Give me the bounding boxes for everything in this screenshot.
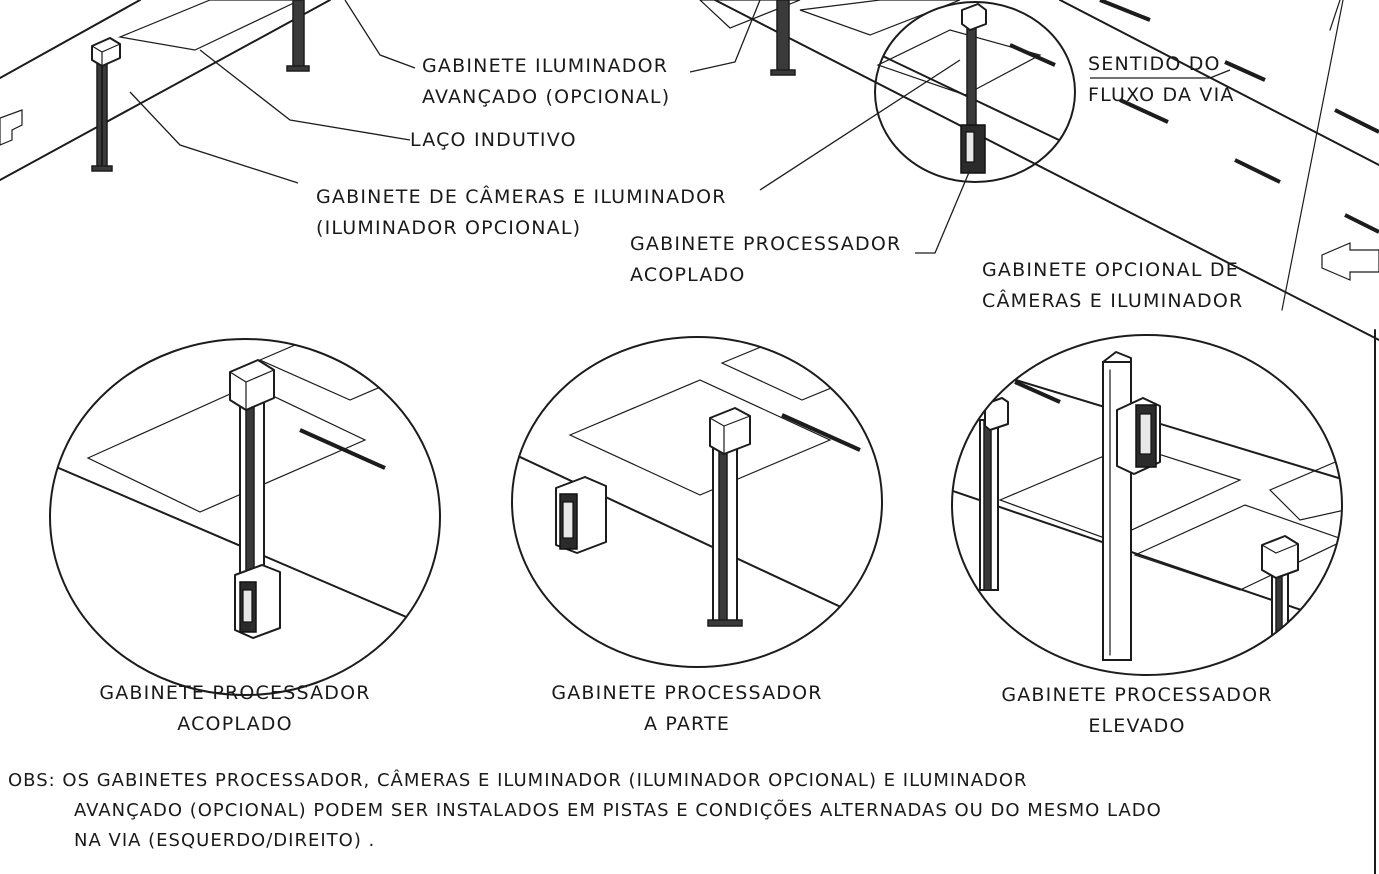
lane-dash [1009,43,1056,67]
processor-cabinet-separate [555,476,607,554]
caption-line: GABINETE PROCESSADOR [551,682,823,704]
lane-dash [1234,158,1281,184]
loop-right-b [876,29,1042,96]
label-flow-direction: SENTIDO DO FLUXO DA VIA [1088,49,1235,111]
caption-line: GABINETE PROCESSADOR [1001,684,1273,706]
caption-line: A PARTE [643,713,731,735]
note-block: OBS: OS GABINETES PROCESSADOR, CÂMERAS E… [8,766,1162,856]
label-line: GABINETE DE CÂMERAS E ILUMINADOR [316,186,727,208]
camera-box [229,359,275,411]
flow-arrow-right [1321,242,1379,281]
label-coupled-processor: GABINETE PROCESSADOR ACOPLADO [630,229,901,291]
caption-elevated: GABINETE PROCESSADOR ELEVADO [987,680,1287,742]
label-line: ACOPLADO [630,264,746,286]
road-edge-right [1059,0,1379,166]
loop-left [117,0,301,51]
label-camera-cabinet: GABINETE DE CÂMERAS E ILUMINADOR (ILUMIN… [316,182,727,244]
note-line: AVANÇADO (OPCIONAL) PODEM SER INSTALADOS… [74,800,1162,821]
label-line: GABINETE OPCIONAL DE [982,259,1239,281]
lane-dash [1099,0,1151,22]
leader-lines [129,0,1231,254]
detail-coupled [49,338,441,696]
edge-line [1329,0,1341,31]
label-line: GABINETE PROCESSADOR [630,233,902,255]
label-line: SENTIDO DO [1088,53,1221,75]
post-advanced-center [770,0,796,76]
post-advanced-left [286,0,310,72]
lane-dash [1224,60,1266,82]
label-line: FLUXO DA VIA [1088,84,1235,106]
road-edge-left-far [0,0,141,79]
post-camera-left [91,37,121,172]
label-line: GABINETE ILUMINADOR [422,55,669,77]
label-line: (ILUMINADOR OPCIONAL) [316,217,582,239]
loop-right-a [799,0,961,36]
lane-dash [1119,98,1169,124]
detail-elevated [951,334,1343,676]
road-edge-center [714,0,1379,341]
road-edge-left-near [0,0,331,181]
label-line: AVANÇADO (OPCIONAL) [422,86,671,108]
label-line: CÂMERAS E ILUMINADOR [982,290,1244,312]
label-advanced-illuminator: GABINETE ILUMINADOR AVANÇADO (OPCIONAL) [422,51,670,113]
caption-separate: GABINETE PROCESSADOR A PARTE [537,678,837,740]
processor-cabinet-coupled [234,564,281,639]
detail-separate [511,336,883,668]
caption-coupled: GABINETE PROCESSADOR ACOPLADO [85,678,385,740]
caption-line: GABINETE PROCESSADOR [99,682,371,704]
caption-line: ELEVADO [1088,715,1186,737]
note-line: OBS: OS GABINETES PROCESSADOR, CÂMERAS E… [8,770,1028,791]
detail-circle-top [874,1,1076,183]
flow-arrow-left [0,109,23,146]
label-inductive-loop: LAÇO INDUTIVO [410,125,577,156]
loop-center [699,0,801,29]
leader-optional-cabinet [1281,0,1344,311]
label-line: LAÇO INDUTIVO [410,129,577,151]
label-optional-camera-cabinet: GABINETE OPCIONAL DE CÂMERAS E ILUMINADO… [982,255,1243,317]
note-line: NA VIA (ESQUERDO/DIREITO) . [74,830,376,851]
caption-line: ACOPLADO [177,713,293,735]
camera-box [709,407,751,455]
lane-dash [1334,108,1379,134]
lane-dash [1344,213,1379,234]
processor-cabinet-elevated [1116,397,1161,475]
